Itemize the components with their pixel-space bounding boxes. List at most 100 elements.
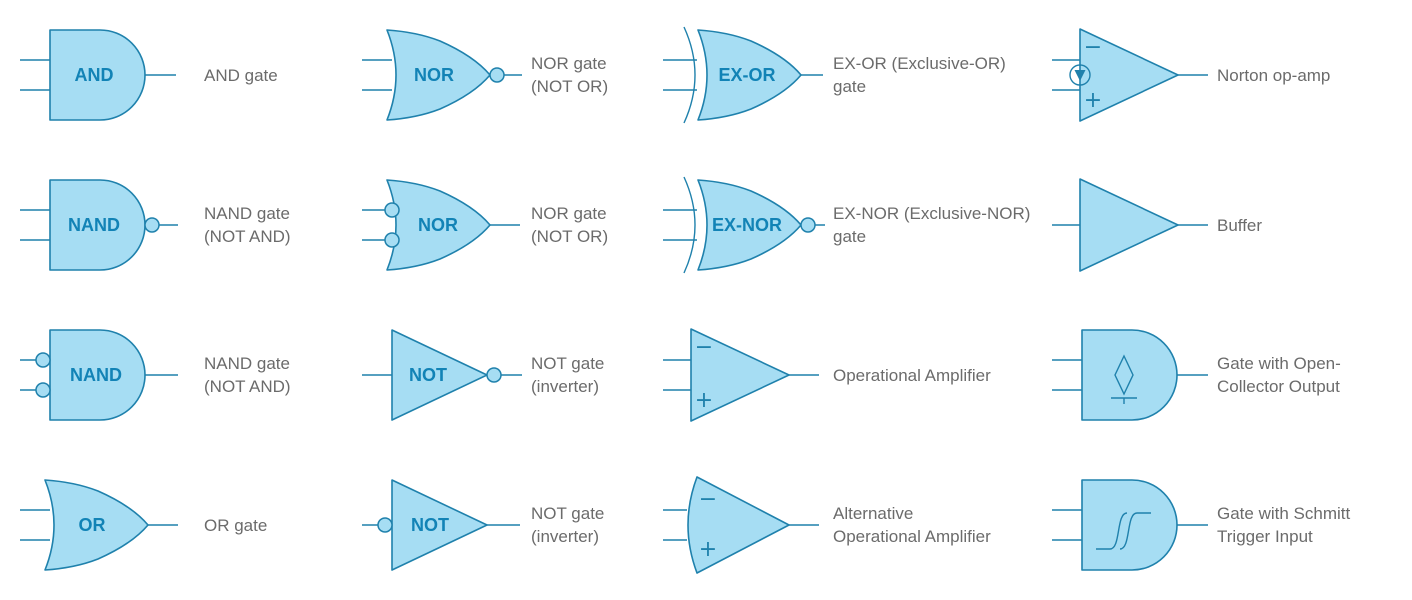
wires [20, 359, 178, 391]
operational-amplifier-symbol[interactable]: − + [663, 315, 828, 435]
cell-norton-op-amp: − + Norton op-amp [1050, 0, 1412, 150]
cell-ex-nor-gate: EX-NOR EX-NOR (Exclusive-NOR) gate [660, 150, 1050, 300]
and-gate-icon: AND [20, 29, 176, 121]
schmitt-hysteresis-icon [1096, 512, 1151, 550]
cell-or-gate: OR OR gate [0, 450, 360, 600]
gate-body [1081, 329, 1178, 421]
ex-nor-gate-icon: EX-NOR [663, 176, 825, 274]
minus-sign: − [699, 487, 717, 512]
gate-text: EX-NOR [712, 215, 782, 235]
alternative-operational-amplifier-symbol[interactable]: − + [663, 465, 828, 585]
minus-sign: − [1084, 35, 1102, 60]
norton-op-amp-icon: − + [1052, 28, 1208, 122]
cell-gate-schmitt-trigger: Gate with Schmitt Trigger Input [1050, 450, 1412, 600]
not-gate-symbol[interactable]: NOT [362, 315, 527, 435]
inversion-bubble-icon [377, 517, 393, 533]
plus-sign: + [699, 537, 717, 562]
alternative-operational-amplifier-icon: − + [663, 476, 819, 574]
nor-gate-input-bubbles-label: NOR gate (NOT OR) [531, 204, 609, 246]
wires [663, 509, 819, 541]
wires [1052, 59, 1208, 91]
current-source-arrow-icon [1074, 70, 1086, 81]
gate-text: NOR [414, 65, 454, 85]
wires [663, 359, 819, 391]
cell-and-gate: AND AND gate [0, 0, 360, 150]
wires [20, 59, 176, 91]
inversion-bubble-icon [800, 217, 816, 233]
ex-or-gate-symbol[interactable]: EX-OR [663, 15, 828, 135]
alternative-operational-amplifier-label: Alternative Operational Amplifier [833, 504, 991, 546]
wires [1052, 359, 1208, 391]
wires [663, 209, 825, 241]
not-gate-input-bubble-icon: NOT [362, 479, 520, 571]
open-collector-gate-symbol[interactable] [1052, 315, 1217, 435]
cell-nand-gate-input-bubbles: NAND NAND gate (NOT AND) [0, 300, 360, 450]
and-gate-symbol[interactable]: AND [20, 15, 185, 135]
schmitt-trigger-gate-label: Gate with Schmitt Trigger Input [1217, 504, 1351, 546]
or-gate-symbol[interactable]: OR [20, 465, 185, 585]
schmitt-trigger-gate-symbol[interactable] [1052, 465, 1217, 585]
ex-or-gate-icon: EX-OR [663, 26, 823, 124]
wires [362, 209, 520, 241]
nor-gate-input-bubbles-symbol[interactable]: NOR [362, 165, 527, 285]
not-gate-input-bubble-label: NOT gate (inverter) [531, 504, 605, 546]
xor-input-arc [683, 176, 696, 274]
not-gate-input-bubble-symbol[interactable]: NOT [362, 465, 527, 585]
wires [20, 509, 178, 541]
cell-operational-amplifier: − + Operational Amplifier [660, 300, 1050, 450]
gate-text: AND [75, 65, 114, 85]
wires [20, 209, 178, 241]
gate-text: OR [79, 515, 106, 535]
wires [663, 59, 823, 91]
buffer-symbol[interactable] [1052, 165, 1217, 285]
cell-not-gate-input-bubble: NOT NOT gate (inverter) [360, 450, 660, 600]
operational-amplifier-label: Operational Amplifier [833, 365, 991, 385]
nand-gate-input-bubbles-icon: NAND [20, 329, 178, 421]
cell-gate-open-collector: Gate with Open- Collector Output [1050, 300, 1412, 450]
xor-input-arc [683, 26, 696, 124]
plus-sign: + [1084, 88, 1102, 113]
nor-gate-symbol[interactable]: NOR [362, 15, 527, 135]
open-collector-symbol-icon [1111, 354, 1137, 404]
nand-gate-input-bubbles-symbol[interactable]: NAND [20, 315, 185, 435]
ex-nor-gate-symbol[interactable]: EX-NOR [663, 165, 828, 285]
wires [362, 59, 522, 91]
inversion-bubble-icon [35, 352, 51, 368]
inversion-bubble-icon [384, 202, 400, 218]
ex-or-gate-label: EX-OR (Exclusive-OR) gate [833, 54, 1006, 96]
nor-gate-icon: NOR [362, 29, 522, 121]
nor-gate-label: NOR gate (NOT OR) [531, 54, 609, 96]
cell-ex-or-gate: EX-OR EX-OR (Exclusive-OR) gate [660, 0, 1050, 150]
inversion-bubble-icon [489, 67, 505, 83]
norton-op-amp-label: Norton op-amp [1217, 65, 1331, 85]
current-source-circle-icon [1069, 64, 1091, 86]
plus-sign: + [695, 388, 713, 413]
ex-nor-gate-label: EX-NOR (Exclusive-NOR) gate [833, 204, 1031, 246]
cell-nand-gate-output-bubble: NAND NAND gate (NOT AND) [0, 150, 360, 300]
cell-not-gate-output-bubble: NOT NOT gate (inverter) [360, 300, 660, 450]
cell-nor-gate-output-bubble: NOR NOR gate (NOT OR) [360, 0, 660, 150]
nand-gate-symbol[interactable]: NAND [20, 165, 185, 285]
nand-gate-icon: NAND [20, 179, 178, 271]
open-collector-gate-label: Gate with Open- Collector Output [1217, 354, 1341, 396]
not-gate-label: NOT gate (inverter) [531, 354, 605, 396]
not-gate-icon: NOT [362, 329, 522, 421]
or-gate-icon: OR [20, 479, 178, 571]
inversion-bubble-icon [384, 232, 400, 248]
gate-text: NAND [70, 365, 122, 385]
gate-text: NOT [409, 365, 447, 385]
wires [1052, 509, 1208, 541]
gate-text: EX-OR [718, 65, 775, 85]
gate-text: NAND [68, 215, 120, 235]
schmitt-trigger-gate-icon [1052, 479, 1208, 571]
norton-op-amp-symbol[interactable]: − + [1052, 15, 1217, 135]
open-collector-gate-icon [1052, 329, 1208, 421]
or-gate-label: OR gate [204, 515, 268, 535]
nor-gate-input-bubbles-icon: NOR [362, 179, 520, 271]
nand-gate-input-bubbles-label: NAND gate (NOT AND) [204, 354, 291, 396]
and-gate-label: AND gate [204, 65, 278, 85]
operational-amplifier-icon: − + [663, 328, 819, 422]
gate-text: NOT [411, 515, 449, 535]
minus-sign: − [695, 335, 713, 360]
